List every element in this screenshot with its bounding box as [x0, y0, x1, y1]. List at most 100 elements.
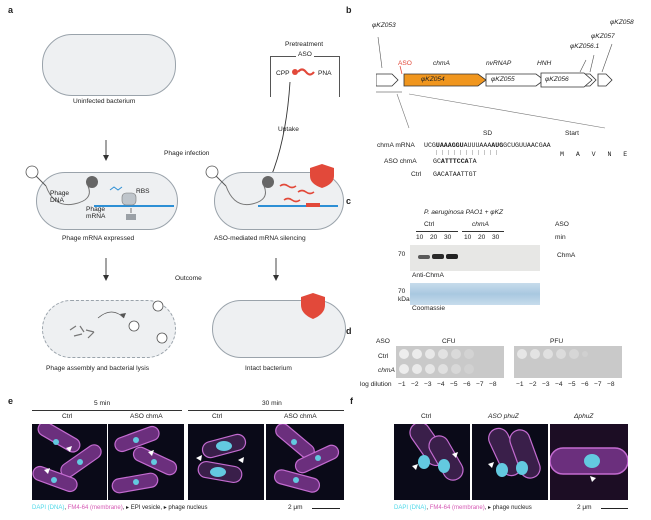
e-image-ctrl-5min — [32, 424, 107, 500]
e-scale-bar — [312, 508, 340, 509]
pfu-dilution-1: −1 — [516, 381, 524, 388]
lane-min-3: 30 — [444, 234, 452, 241]
pfu-dilution-7: −7 — [594, 381, 602, 388]
kz056-gene-shape — [540, 72, 593, 88]
lane-min-1: 10 — [416, 234, 424, 241]
phage-mrna-label: Phage mRNA — [86, 206, 106, 221]
kda-label: kDa — [398, 296, 410, 303]
pfu-dilution-3: −3 — [542, 381, 550, 388]
panel-a-label: a — [8, 5, 14, 15]
min-label: min — [555, 234, 566, 241]
nvrnap-gene-label: nvRNAP — [486, 60, 512, 67]
hnh-gene-label: HNH — [537, 60, 552, 67]
gene-kz053-label: φKZ053 — [372, 22, 396, 29]
ctrl-underline — [416, 231, 458, 232]
coomassie-label: Coomassie — [412, 305, 445, 312]
chma-band-label: ChmA — [557, 252, 576, 259]
cfu-dilution-1: −1 — [398, 381, 406, 388]
ctrl-sequence: GACATAATTGT — [433, 171, 477, 178]
blot-title: P. aeruginosa PAO1 + φKZ — [424, 209, 504, 216]
pfu-plate — [514, 346, 622, 378]
cfu-dilution-4: −4 — [437, 381, 445, 388]
time-5min-label: 5 min — [94, 400, 111, 407]
rbs-label: RBS — [136, 188, 150, 195]
f-col-aso-phuz: ASO phuZ — [488, 413, 519, 420]
outcome-label: Outcome — [175, 275, 202, 282]
f-col-ctrl: Ctrl — [421, 413, 432, 420]
phage-infection-label: Phage infection — [164, 150, 210, 157]
start-label: Start — [565, 130, 579, 137]
phage-assembly-illustration — [69, 300, 168, 344]
cfu-dilution-2: −2 — [411, 381, 419, 388]
lane-min-4: 10 — [464, 234, 472, 241]
uptake-label: Uptake — [278, 126, 299, 133]
down-arrow-icon — [103, 258, 109, 281]
coomassie-gel — [410, 283, 540, 305]
f-image-aso-phuz — [472, 424, 548, 500]
chma-group-label: chmA — [472, 221, 489, 228]
cfu-dilution-6: −6 — [463, 381, 471, 388]
lysed-cell — [42, 300, 176, 358]
amino-acids: M A V N E — [560, 151, 628, 158]
gene-kz056-1-label: φKZ056.1 — [570, 43, 600, 50]
infected-cell-expressed — [36, 172, 178, 230]
panel-c-label: c — [346, 196, 352, 206]
aso-molecule-icon — [292, 68, 315, 76]
pfu-dilution-2: −2 — [529, 381, 537, 388]
chma-row-label: chmA — [378, 367, 395, 374]
aso-silencing-illustration — [205, 164, 338, 207]
e-image-aso-30min — [266, 424, 344, 500]
cfu-dilution-3: −3 — [424, 381, 432, 388]
e-col-ctrl-1: Ctrl — [62, 413, 73, 420]
panel-f-label: f — [350, 396, 353, 406]
time-5min-underline — [32, 410, 182, 411]
silencing-caption: ASO-mediated mRNA silencing — [214, 235, 306, 242]
f-image-ctrl — [394, 424, 470, 500]
pfu-dilution-8: −8 — [607, 381, 615, 388]
phage-infection-illustration — [25, 165, 174, 220]
lane-min-6: 30 — [492, 234, 500, 241]
pfu-dilution-4: −4 — [555, 381, 563, 388]
zoom-lines — [396, 93, 606, 129]
sd-label: SD — [483, 130, 493, 137]
pna-label: PNA — [318, 70, 332, 77]
intact-caption: Intact bacterium — [245, 365, 292, 372]
aso-group-label: ASO — [555, 221, 569, 228]
mrna-sequence: UCGUAAAGGUAUUUAAAAUGGCUGUUAACGAA — [424, 142, 551, 149]
f-col-deltaphuz: ΔphuZ — [574, 413, 594, 420]
ctrl-group-label: Ctrl — [424, 221, 435, 228]
time-30min-label: 30 min — [262, 400, 282, 407]
kz055-gene-label: φKZ055 — [491, 76, 515, 83]
western-blot — [410, 245, 540, 271]
uninfected-caption: Uninfected bacterium — [73, 98, 136, 105]
cpp-label: CPP — [276, 70, 290, 77]
log-dilution-label: log dilution — [360, 381, 392, 388]
down-arrow-icon — [103, 140, 109, 161]
mw-70-lower: 70 — [398, 288, 406, 295]
phage-dna-label: Phage DNA — [50, 190, 70, 205]
chma-gene-label: chmA — [433, 60, 450, 67]
uninfected-cell — [42, 34, 176, 96]
cfu-label: CFU — [442, 338, 456, 345]
expressed-caption: Phage mRNA expressed — [62, 235, 135, 242]
down-arrow-icon — [273, 258, 279, 281]
e-image-aso-5min — [108, 424, 184, 500]
chma-mrna-label: chmA mRNA — [377, 142, 415, 149]
gene-kz057-label: φKZ057 — [591, 33, 615, 40]
f-legend: DAPI (DNA), FM4-64 (membrane), ▸ phage n… — [394, 505, 532, 511]
panel-d-label: d — [346, 326, 352, 336]
f-scale-label: 2 μm — [577, 504, 592, 511]
f-scale-bar — [601, 508, 628, 509]
pfu-dilution-6: −6 — [581, 381, 589, 388]
gene-kz058-label: φKZ058 — [610, 19, 634, 26]
lysis-caption: Phage assembly and bacterial lysis — [46, 365, 149, 372]
shield-icon — [301, 293, 325, 319]
e-col-aso-1: ASO chmA — [130, 413, 163, 420]
e-legend: DAPI (DNA), FM4-64 (membrane), ▸ EPI ves… — [32, 505, 208, 511]
time-30min-underline — [188, 410, 344, 411]
mw-70-upper: 70 — [398, 251, 406, 258]
e-scale-label: 2 μm — [288, 504, 303, 511]
anti-chma-label: Anti-ChmA — [412, 272, 444, 279]
aso-sequence: GCATTTCCATA — [433, 158, 477, 165]
ctrl-row-label: Ctrl — [378, 353, 389, 360]
